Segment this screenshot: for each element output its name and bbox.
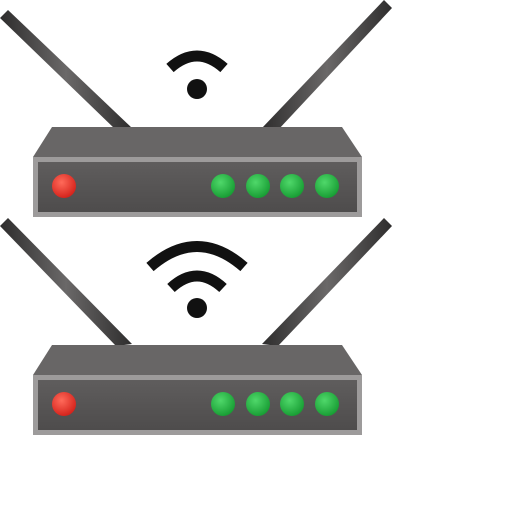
power-led <box>52 174 76 198</box>
router-front-panel <box>38 380 357 430</box>
port-led-2 <box>246 174 270 198</box>
router-1 <box>0 0 392 217</box>
port-led-1 <box>211 174 235 198</box>
left-antenna <box>0 218 132 346</box>
port-led-1 <box>211 392 235 416</box>
router-top-panel <box>33 127 362 157</box>
port-led-2 <box>246 392 270 416</box>
router-2 <box>0 218 392 435</box>
port-led-4 <box>315 174 339 198</box>
port-led-3 <box>280 392 304 416</box>
left-antenna <box>0 10 132 130</box>
wifi-signal-icon <box>166 50 228 99</box>
port-led-4 <box>315 392 339 416</box>
right-antenna <box>262 218 392 346</box>
port-led-3 <box>280 174 304 198</box>
router-front-panel <box>38 162 357 212</box>
router-top-panel <box>33 345 362 375</box>
power-led <box>52 392 76 416</box>
wifi-signal-icon <box>146 241 248 318</box>
right-antenna <box>262 0 392 130</box>
